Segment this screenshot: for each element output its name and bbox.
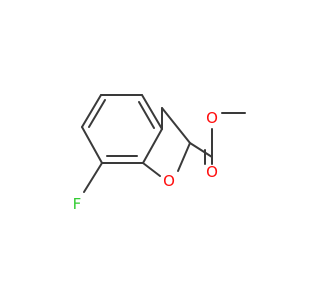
- atom-labels: F O O O: [73, 109, 218, 213]
- fluorine-label: F: [73, 195, 82, 213]
- bond-c4-c5-inner: [138, 101, 155, 129]
- bond-c2-c3-inner: [88, 99, 106, 128]
- bond-ch-o: [177, 142, 191, 172]
- bond-c2-c3: [81, 94, 102, 128]
- bond-c1-c2: [81, 126, 103, 164]
- bond-ch2-ch: [161, 107, 191, 144]
- bond-c4-c5: [141, 94, 163, 130]
- molecule-structure: F O O O: [73, 94, 246, 213]
- bond-c1-f: [83, 162, 103, 193]
- ring-oxygen-label: O: [163, 172, 175, 190]
- bonds: [81, 94, 246, 193]
- bond-ch-carbonyl: [189, 142, 213, 158]
- carbonyl-oxygen-label: O: [206, 163, 218, 181]
- bond-o-c6: [142, 162, 161, 177]
- ester-oxygen-label: O: [206, 109, 218, 127]
- bond-c5-c6: [142, 128, 163, 164]
